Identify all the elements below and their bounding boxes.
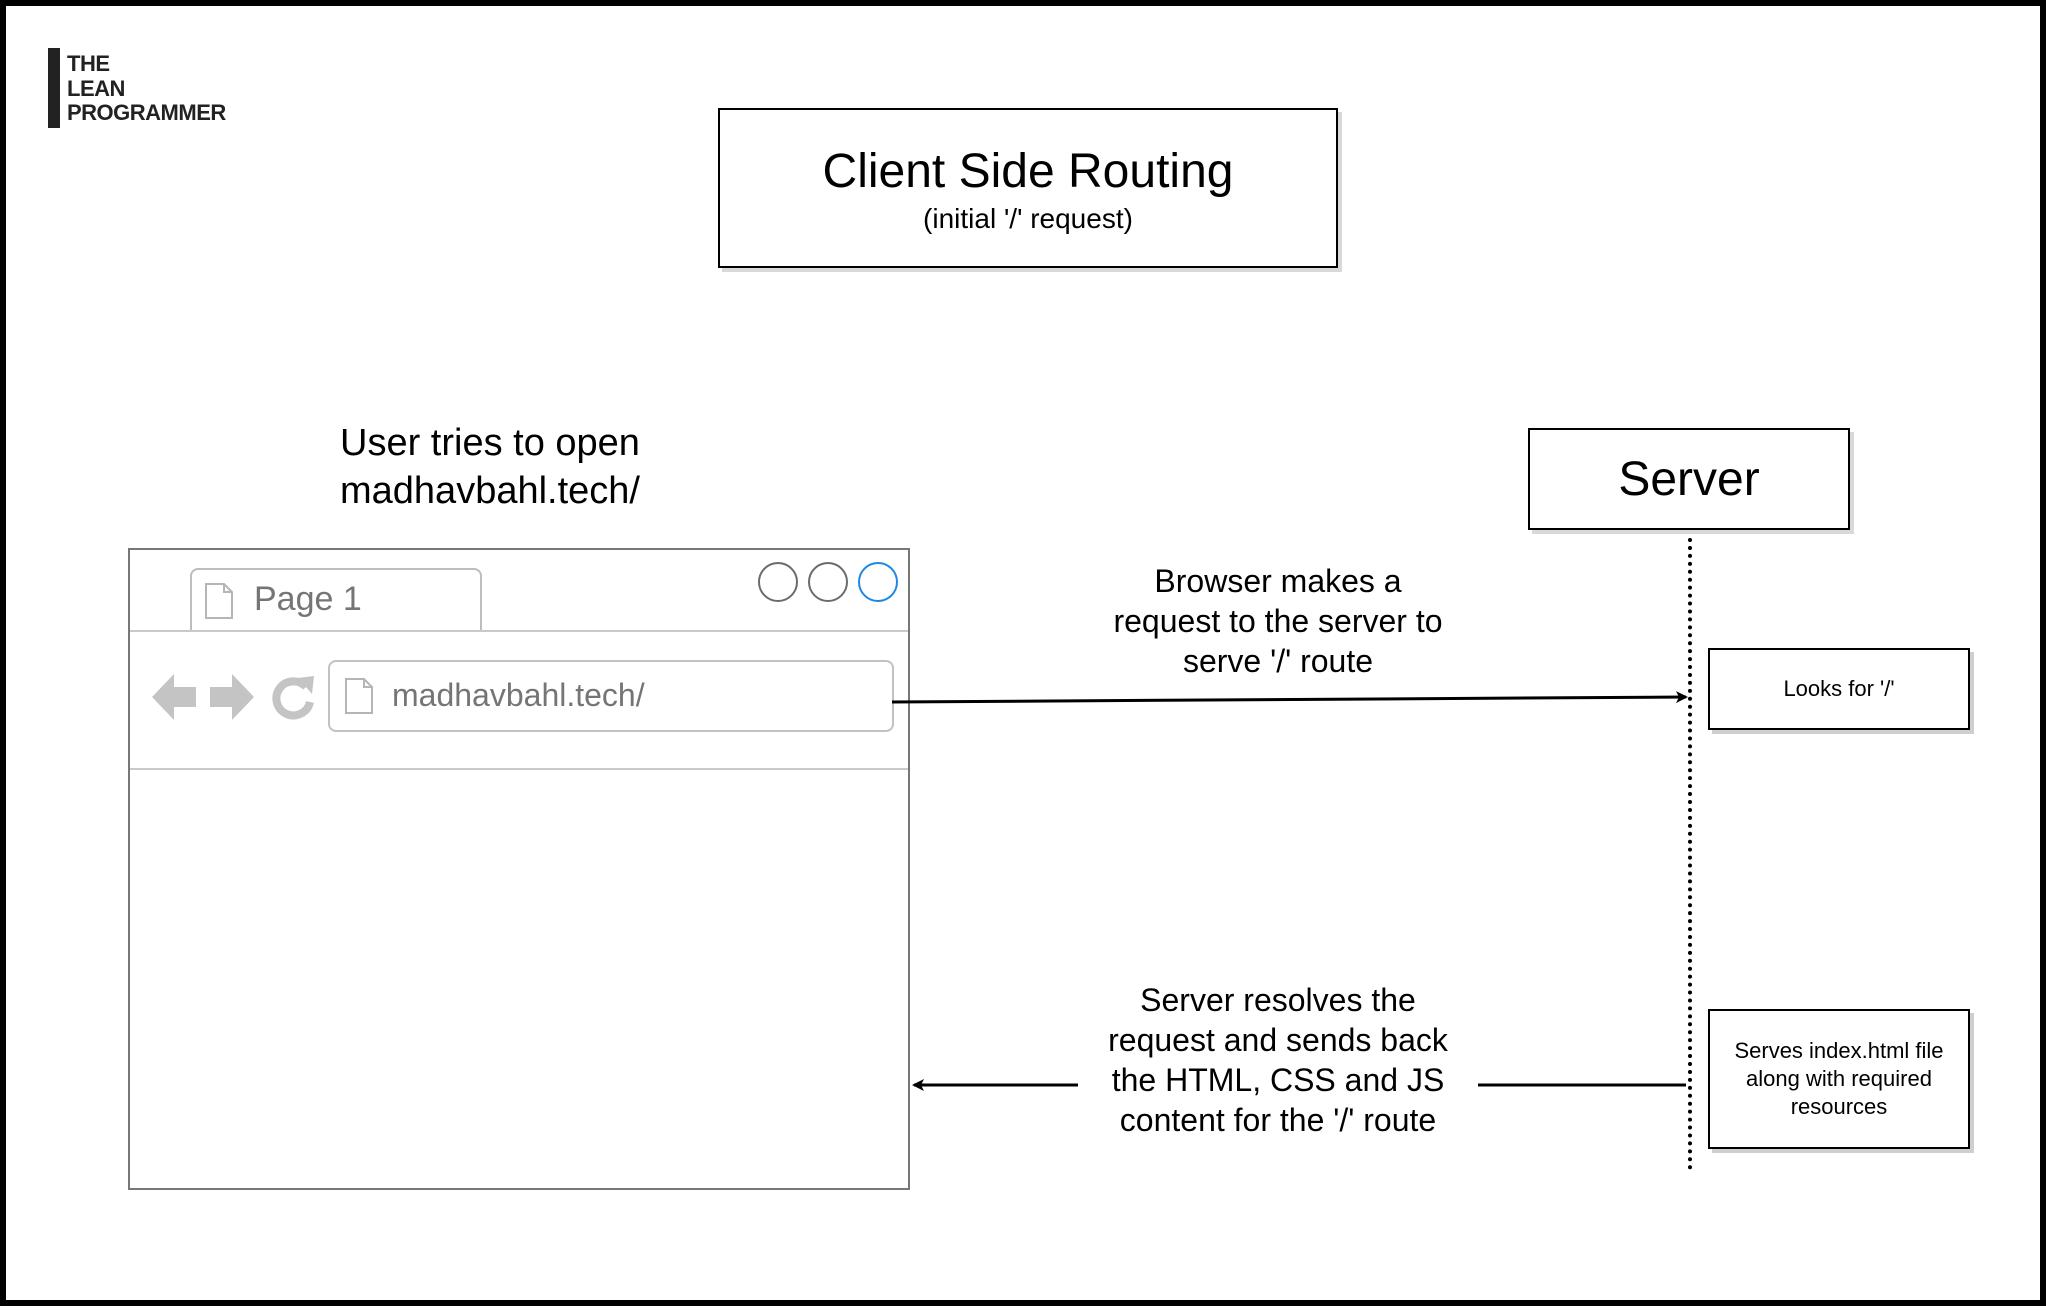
logo-line: THE <box>67 51 110 76</box>
looks-for-note: Looks for '/' <box>1708 648 1970 730</box>
url-text: madhavbahl.tech/ <box>392 677 645 713</box>
nav-divider <box>130 768 908 770</box>
user-action-label: User tries to open madhavbahl.tech/ <box>340 419 640 515</box>
server-label: Server <box>1618 453 1760 506</box>
logo-bar <box>48 48 60 128</box>
diagram-title: Client Side Routing <box>822 145 1234 198</box>
logo-line: PROGRAMMER <box>67 100 226 125</box>
browser-window: Page 1 madhavbahl.tech/ <box>128 548 910 1190</box>
forward-arrow-icon[interactable] <box>208 672 256 722</box>
response-line: content for the '/' route <box>1078 1100 1478 1140</box>
serves-line: along with required <box>1746 1066 1932 1091</box>
back-arrow-icon[interactable] <box>150 672 198 722</box>
browser-tab[interactable]: Page 1 <box>190 568 482 632</box>
refresh-icon[interactable] <box>270 672 316 722</box>
title-box: Client Side Routing (initial '/' request… <box>718 108 1338 268</box>
user-action-line: User tries to open <box>340 422 640 464</box>
window-button[interactable] <box>758 562 798 602</box>
request-line: serve '/' route <box>1078 641 1478 681</box>
request-line: Browser makes a <box>1078 561 1478 601</box>
page-icon <box>205 583 233 619</box>
url-input[interactable]: madhavbahl.tech/ <box>328 660 894 732</box>
serves-note: Serves index.html file along with requir… <box>1708 1009 1970 1149</box>
window-button[interactable] <box>808 562 848 602</box>
tab-label: Page 1 <box>254 580 362 618</box>
response-line: Server resolves the <box>1078 980 1478 1020</box>
request-line: request to the server to <box>1078 601 1478 641</box>
response-line: the HTML, CSS and JS <box>1078 1060 1478 1100</box>
diagram-subtitle: (initial '/' request) <box>923 203 1133 234</box>
response-line: request and sends back <box>1078 1020 1478 1060</box>
server-box: Server <box>1528 428 1850 530</box>
server-lifeline <box>1688 538 1692 1170</box>
page-icon <box>345 678 373 714</box>
request-arrow <box>891 691 1688 704</box>
looks-for-text: Looks for '/' <box>1783 676 1895 701</box>
logo-line: LEAN <box>67 75 125 101</box>
tab-divider <box>130 630 908 632</box>
user-action-line: madhavbahl.tech/ <box>340 470 640 512</box>
logo: THE LEAN PROGRAMMER <box>67 51 226 126</box>
arrows-layer <box>891 691 1688 1091</box>
serves-line: resources <box>1790 1094 1888 1119</box>
request-message: Browser makes a request to the server to… <box>1078 561 1478 681</box>
window-button-active[interactable] <box>858 562 898 602</box>
response-message: Server resolves the request and sends ba… <box>1078 980 1478 1140</box>
serves-line: Serves index.html file <box>1734 1038 1944 1063</box>
